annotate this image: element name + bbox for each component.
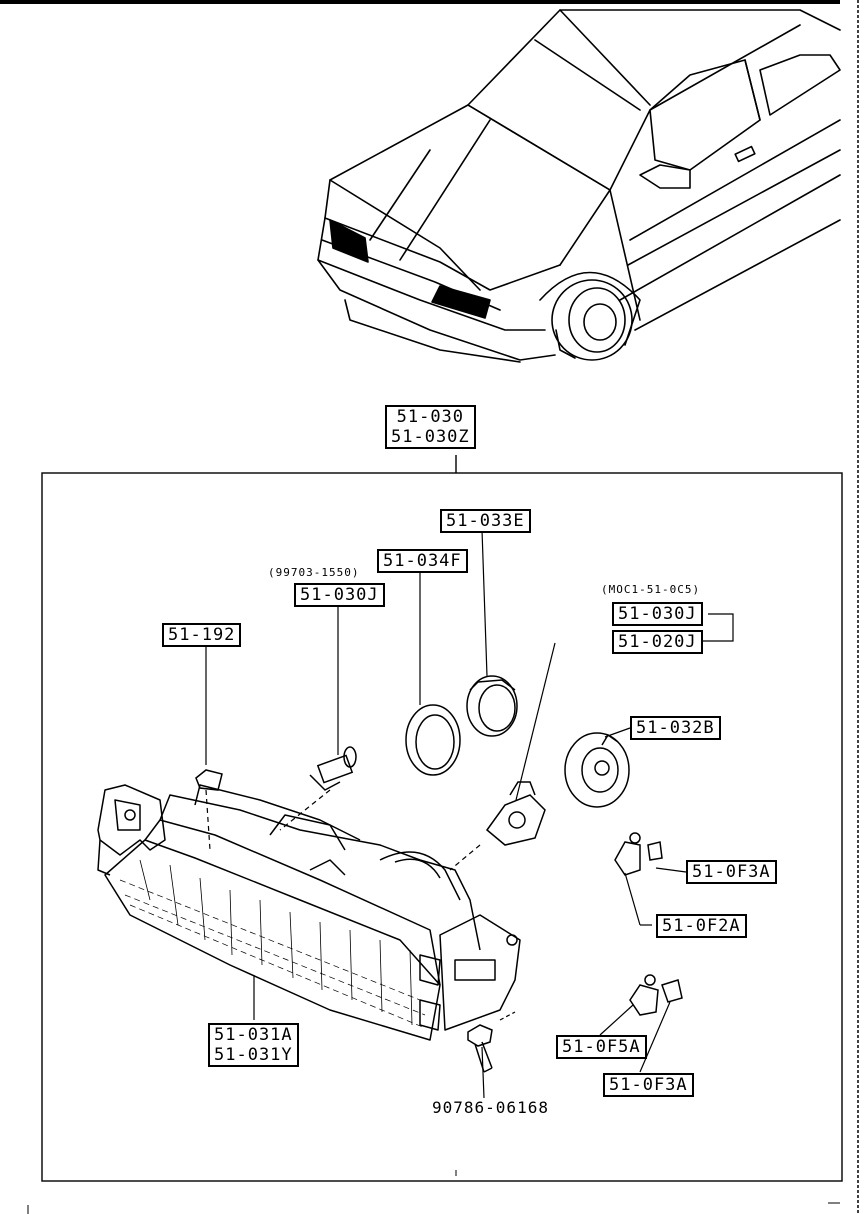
label-bulb-ref: (99703-1550) [268, 566, 360, 579]
label-assembly: 51-030 51-030Z [385, 405, 476, 449]
adjuster-upper-part [614, 832, 663, 876]
label-adjuster-screw-upper: 51-0F3A [686, 860, 777, 884]
label-adjuster-upper: 51-0F2A [656, 914, 747, 938]
label-lens-b: 51-031Y [214, 1045, 293, 1065]
seal-ring-part [466, 675, 518, 737]
label-adjuster-lower: 51-0F5A [556, 1035, 647, 1059]
clip-part [195, 769, 223, 791]
label-clip: 51-192 [162, 623, 242, 647]
gasket-part [405, 704, 461, 776]
label-seal-ring: 51-033E [440, 509, 531, 533]
bolt-part [467, 1024, 493, 1073]
label-bolt: 90786-06168 [432, 1098, 549, 1117]
crop-marks [27, 1170, 840, 1214]
label-adjuster-screw-lower: 51-0F3A [603, 1073, 694, 1097]
assembly-frame [41, 455, 843, 1182]
cap-part [564, 732, 630, 808]
label-cap: 51-032B [630, 716, 721, 740]
small-parts [195, 675, 683, 1073]
label-bulb: 51-030J [294, 583, 385, 607]
label-socket-ref: (MOC1-51-0C5) [601, 583, 701, 596]
socket-bulb-part [485, 781, 546, 846]
car-illustration [317, 9, 841, 363]
top-border [0, 0, 840, 4]
label-socket-b: 51-020J [612, 630, 703, 654]
adjuster-lower-part [629, 974, 683, 1016]
label-socket-a: 51-030J [612, 602, 703, 626]
label-lens-a: 51-031A [214, 1025, 293, 1045]
leader-lines [205, 529, 734, 1099]
label-assembly-b: 51-030Z [391, 427, 470, 447]
bulb-part [309, 746, 357, 791]
headlamp-assembly [97, 784, 521, 1041]
label-assembly-a: 51-030 [396, 407, 465, 427]
label-lens: 51-031A 51-031Y [208, 1023, 299, 1067]
label-gasket: 51-034F [377, 549, 468, 573]
